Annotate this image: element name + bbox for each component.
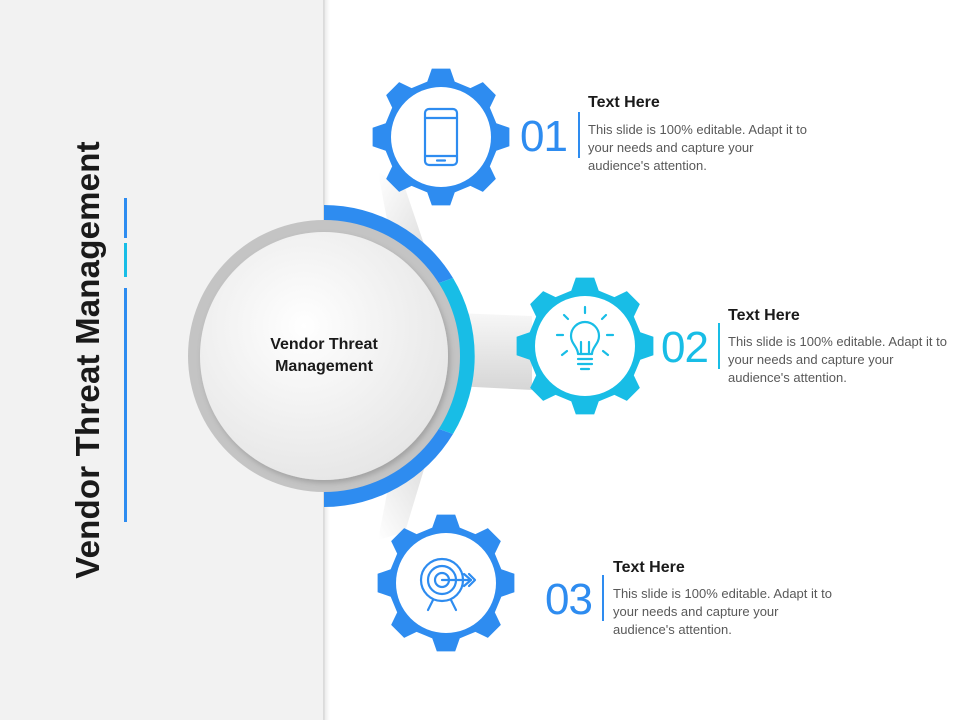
step-divider-03: [602, 575, 604, 621]
connector-ribbon-02: [455, 313, 532, 390]
step-divider-02: [718, 323, 720, 369]
gear-01: [372, 68, 510, 206]
hub-circle: [200, 232, 448, 480]
step-description-01: This slide is 100% editable. Adapt it to…: [588, 122, 807, 173]
center-label: Vendor Threat Management: [270, 336, 378, 375]
smartphone-icon: [423, 107, 459, 167]
step-title-02: Text Here: [728, 307, 800, 324]
step-number-01: 01: [520, 112, 568, 161]
gear-03: [377, 514, 515, 652]
lightbulb-icon: [555, 305, 615, 371]
step-title-01: Text Here: [588, 94, 660, 111]
accent-bar-middle: [124, 243, 127, 277]
step-number-02: 02: [661, 323, 709, 372]
target-icon: [419, 557, 477, 612]
step-description-02: This slide is 100% editable. Adapt it to…: [728, 334, 947, 385]
step-description-03: This slide is 100% editable. Adapt it to…: [613, 586, 832, 637]
step-number-03: 03: [545, 575, 593, 624]
gear-02: [516, 277, 654, 415]
step-title-03: Text Here: [613, 559, 685, 576]
accent-bar-top: [124, 198, 127, 238]
accent-bar-bottom: [124, 288, 127, 522]
step-divider-01: [578, 112, 580, 158]
